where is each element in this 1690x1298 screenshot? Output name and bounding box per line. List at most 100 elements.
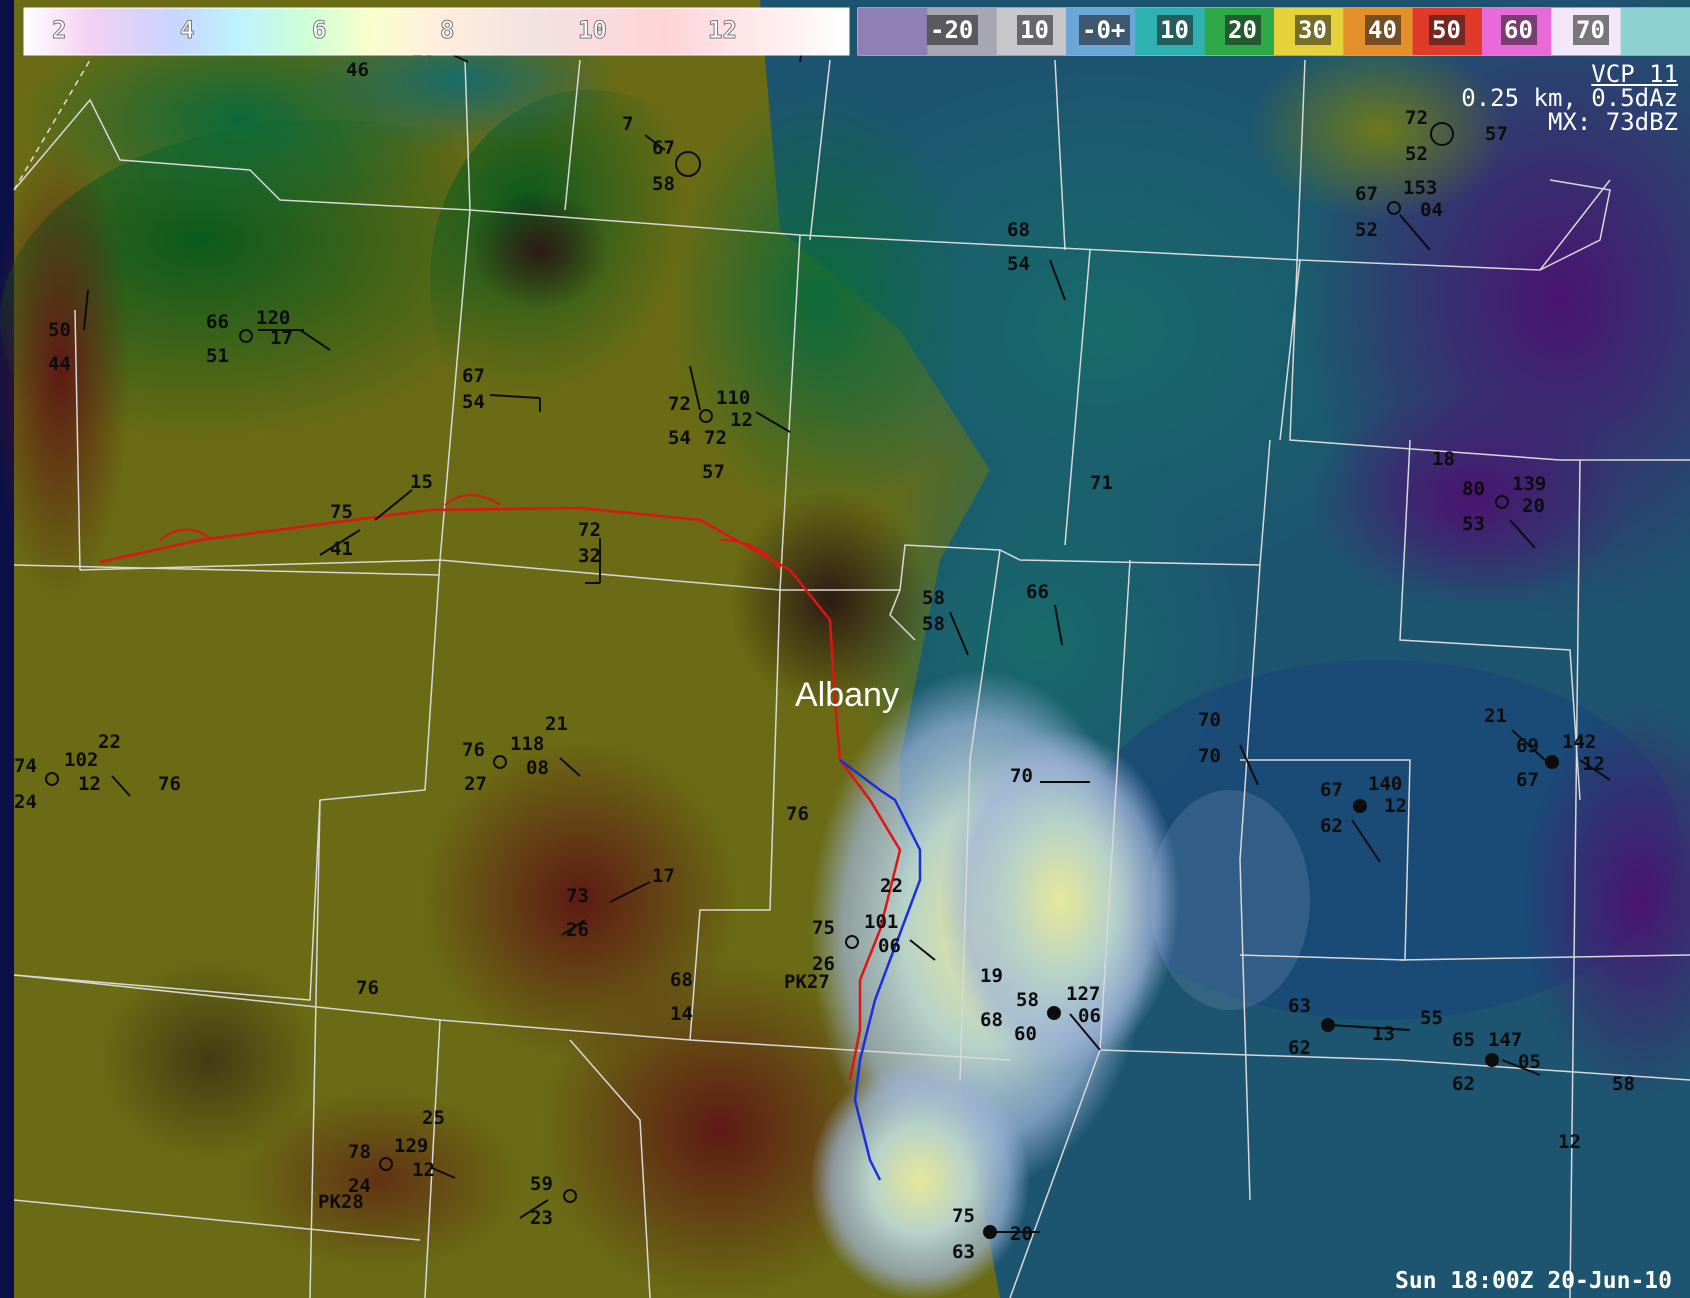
station-value: 20 <box>1522 495 1545 517</box>
station-circle <box>845 935 859 949</box>
station-value: 74 <box>14 755 37 777</box>
reflectivity-scale-label: 70 <box>1576 16 1605 44</box>
station-value: 26 <box>812 953 835 975</box>
reflectivity-scale-label: -20 <box>930 16 973 44</box>
station-plot: 66 <box>1026 581 1063 646</box>
station-value: 142 <box>1562 731 1596 753</box>
wind-barb <box>1509 519 1536 549</box>
station-value: 62 <box>1288 1037 1311 1059</box>
station-value: 67 <box>1320 779 1343 801</box>
station-value: 70 <box>1198 745 1221 767</box>
station-plot: 75 41 15 <box>319 471 433 560</box>
wind-barb <box>1239 744 1259 786</box>
station-value: 22 <box>880 875 903 897</box>
station-value: 24 <box>14 791 37 813</box>
station-circle <box>1047 1006 1061 1020</box>
station-value: 57 <box>1485 123 1508 145</box>
reflectivity-scale-label: 40 <box>1368 16 1397 44</box>
station-value: 75 <box>330 501 353 523</box>
station-value: 12 <box>1384 795 1407 817</box>
station-value: 54 <box>462 391 485 413</box>
station-value: 06 <box>1078 1005 1101 1027</box>
station-plot: 70 <box>1010 765 1090 787</box>
station-value: 110 <box>716 387 750 409</box>
station-value: 68 <box>1007 219 1030 241</box>
radar-info-panel: VCP 11 0.25 km, 0.5dAz MX: 73dBZ <box>1461 62 1678 134</box>
wind-barb <box>559 757 581 777</box>
station-value: 72 <box>668 393 691 415</box>
station-value: 44 <box>48 353 71 375</box>
wind-barb <box>374 489 413 521</box>
station-value: 65 <box>1452 1029 1475 1051</box>
station-value: 68 <box>980 1009 1003 1031</box>
station-value: 05 <box>1518 1051 1541 1073</box>
station-value: PK28 <box>318 1191 364 1213</box>
station-value: 67 <box>1516 769 1539 791</box>
station-value: 129 <box>394 1135 428 1157</box>
station-value: 66 <box>206 311 229 333</box>
station-circle <box>239 329 253 343</box>
station-circle <box>699 409 713 423</box>
wind-barb <box>689 365 701 411</box>
wind-barb <box>1351 819 1381 863</box>
wind-barb <box>1501 1059 1541 1076</box>
station-value: 14 <box>670 1003 693 1025</box>
wind-barb <box>609 881 651 903</box>
station-value: 73 <box>566 885 589 907</box>
wind-barb <box>519 1199 549 1219</box>
wind-barb <box>755 411 791 433</box>
station-value: 75 <box>812 917 835 939</box>
station-value: 7 <box>622 113 633 135</box>
station-value: 63 <box>952 1241 975 1263</box>
reflectivity-scale-label: 20 <box>1228 16 1257 44</box>
station-value: 04 <box>1420 199 1443 221</box>
station-value: 19 <box>980 965 1003 987</box>
station-value: 50 <box>48 319 71 341</box>
vcp-label: VCP 11 <box>1591 60 1678 88</box>
station-value: 23 <box>530 1207 553 1229</box>
station-value: 67 <box>652 137 675 159</box>
station-value: 12 <box>78 773 101 795</box>
station-value: 54 <box>668 427 691 449</box>
cold-front-line <box>839 759 922 1181</box>
reflectivity-scale-label: 10 <box>1160 16 1189 44</box>
station-value: 08 <box>526 757 549 779</box>
timestamp-label: Sun 18:00Z 20-Jun-10 <box>1395 1268 1672 1294</box>
station-value: 18 <box>1432 448 1455 470</box>
wind-barb <box>1069 1013 1101 1051</box>
station-plot: 76 <box>356 977 379 999</box>
station-value: 140 <box>1368 773 1402 795</box>
station-value: 70 <box>1010 765 1033 787</box>
station-value: 22 <box>98 731 121 753</box>
wind-barb <box>111 775 131 797</box>
station-circle <box>563 1189 577 1203</box>
station-value: 63 <box>1288 995 1311 1017</box>
reflectivity-scale-label: -0+ <box>1082 16 1125 44</box>
station-value: 26 <box>566 919 589 941</box>
station-value: 12 <box>1558 1131 1581 1153</box>
station-value: 25 <box>422 1107 445 1129</box>
wind-barb <box>1329 1024 1411 1031</box>
station-value: 139 <box>1512 473 1546 495</box>
station-value: 15 <box>410 471 433 493</box>
wind-barb <box>1054 604 1063 646</box>
station-value: 147 <box>1488 1029 1522 1051</box>
station-value: 41 <box>330 538 353 560</box>
station-circle <box>1430 122 1454 146</box>
station-value: 52 <box>1355 219 1378 241</box>
terrain-scale-label: 12 <box>708 16 737 44</box>
station-value: 66 <box>1026 581 1049 603</box>
